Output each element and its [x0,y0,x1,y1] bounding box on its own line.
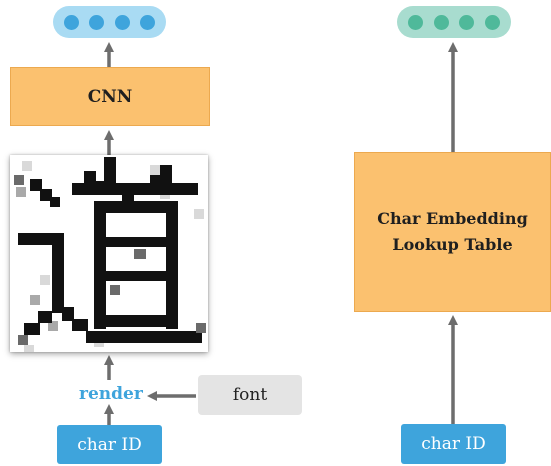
render-label: render [79,384,143,404]
table-label-line2: Lookup Table [392,235,513,254]
embedding-lookup-table-box: Char Embedding Lookup Table [354,152,551,312]
right-char-id-box: char ID [401,424,506,464]
vector-dot [459,14,475,30]
left-char-id-label: char ID [77,434,142,455]
vector-dot [484,14,500,30]
left-output-vector [53,6,166,38]
rendered-glyph-image [10,155,208,352]
cnn-label: CNN [87,86,133,107]
vector-dot [114,14,130,30]
table-label-line1: Char Embedding [377,209,528,228]
glyph-pixel-art [10,155,208,352]
vector-dot [408,14,424,30]
font-label: font [232,385,268,405]
cnn-box: CNN [10,67,210,126]
right-output-vector [397,6,511,38]
vector-dot [433,14,449,30]
left-char-id-box: char ID [57,425,162,464]
vector-dot [64,14,80,30]
right-char-id-label: char ID [421,434,486,454]
vector-dot [139,14,155,30]
vector-dot [89,14,105,30]
font-box: font [198,375,302,415]
